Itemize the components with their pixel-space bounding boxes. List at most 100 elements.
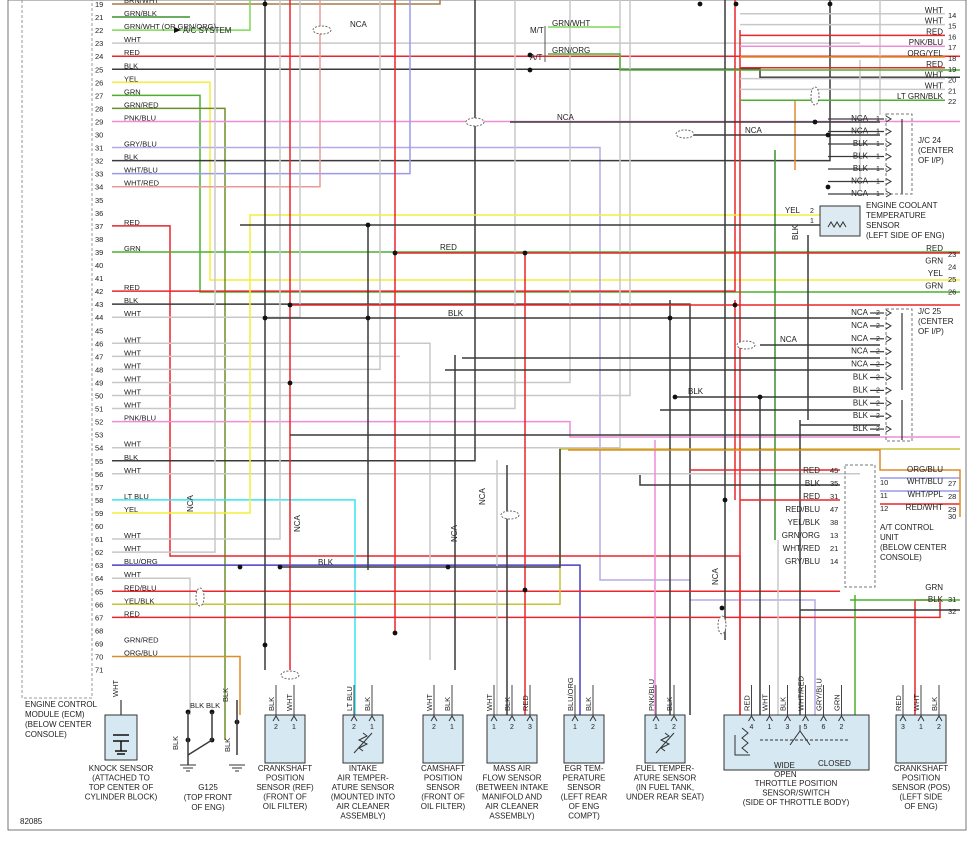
terminal-icon <box>526 715 534 722</box>
sensor-pin-number: 3 <box>901 724 905 731</box>
right-pin-number: 23 <box>948 250 956 259</box>
ckp_pos-label: POSITION <box>902 774 940 783</box>
ckp_pos-label: SENSOR (POS) <box>892 783 951 792</box>
diagram-frame <box>7 0 967 831</box>
sensor-pin-number: 4 <box>750 724 754 731</box>
ecm-wire-label: YEL/BLK <box>124 596 154 605</box>
sensor-wire-label: WHT <box>285 694 294 711</box>
ecm-wire-50 <box>112 0 631 397</box>
sensor-wire-label: BLK <box>930 697 939 711</box>
jc25-terminal <box>885 374 892 381</box>
splice-dot <box>365 315 371 321</box>
right-wire-label: WHT <box>925 6 943 15</box>
inline-connector <box>312 25 332 35</box>
splice-dot <box>262 1 268 7</box>
splice-dot <box>392 630 398 636</box>
terminal-icon <box>430 715 438 722</box>
at-wire-label: GRN/ORG <box>552 46 590 55</box>
ecm-wire-33 <box>112 0 411 175</box>
knock-label: CYLINDER BLOCK) <box>85 793 158 802</box>
sensor-pin-number: 2 <box>840 724 844 731</box>
thermistor-icon <box>659 732 671 752</box>
atcu-wire-label: GRY/BLU <box>785 557 820 566</box>
right-wire-label: PNK/BLU <box>909 38 943 47</box>
egr-label: COMPT) <box>568 812 600 821</box>
splice-dot <box>287 380 293 386</box>
sensor-pin-number: 1 <box>573 724 577 731</box>
ecm-wire-label: BLK <box>124 61 138 70</box>
nca-vert-label: NCA <box>186 494 195 512</box>
nca-vert-label: NCA <box>711 567 720 585</box>
maf-body <box>486 714 538 764</box>
ecm-wire-label: WHT <box>124 309 141 318</box>
splice-dot <box>697 1 703 7</box>
tps-open-label: OPEN <box>774 770 797 779</box>
sensor-pin-number: 1 <box>654 724 658 731</box>
ecm-wire-label: GRN/RED <box>124 635 159 644</box>
right-pin-number: 19 <box>948 65 956 74</box>
splice-dot <box>733 1 739 7</box>
variable-arrow-icon <box>353 732 373 754</box>
ecm-label: ENGINE CONTROL <box>25 700 98 709</box>
at-wire <box>548 53 960 71</box>
jc25-wire-label: BLK <box>853 411 869 420</box>
right-pin-number: 25 <box>948 275 956 284</box>
ecm-pin-number: 51 <box>95 405 103 414</box>
atcu-pin-number: 38 <box>830 518 838 527</box>
splice-dot <box>722 497 728 503</box>
inline-connector <box>465 117 485 127</box>
ecm-label: MODULE (ECM) <box>25 710 85 719</box>
terminal-icon <box>802 715 809 722</box>
jc24-terminal <box>885 165 892 173</box>
jc25-terminal <box>885 425 892 433</box>
ecm-pin-number: 53 <box>95 431 103 440</box>
jc24-wire-label: BLK <box>853 139 869 148</box>
jc25-terminal <box>885 348 892 356</box>
splice-dot <box>812 119 818 125</box>
jc24-terminal <box>885 178 892 185</box>
atcu-wire-label: GRN/ORG <box>782 531 820 540</box>
egr-label: (LEFT REAR <box>561 793 608 802</box>
ground-icon <box>229 764 245 772</box>
g125-label: G125 <box>198 783 218 792</box>
right-wire-label: GRN <box>925 583 943 592</box>
sensor-pin-number: 1 <box>492 724 496 731</box>
g125-wire-label: BLK <box>206 701 220 710</box>
ecm-wire-label: GRN <box>124 87 141 96</box>
nca-vert-label: NCA <box>478 487 487 505</box>
jc24-wire-label: NCA <box>851 114 869 123</box>
ecm-pin-number: 24 <box>95 52 103 61</box>
tps-wide-label: WIDE <box>774 761 795 770</box>
g125-wire-label: BLK <box>190 701 204 710</box>
splice-dot <box>365 222 371 228</box>
atcu-label: (BELOW CENTER <box>880 543 947 552</box>
ecm-wire-63 <box>112 564 581 715</box>
right-wire-label: BLK <box>928 595 944 604</box>
terminal-icon <box>350 715 358 722</box>
knock-label: TOP CENTER OF <box>89 783 154 792</box>
ecm-wire-label: WHT <box>124 544 141 553</box>
inline-connector <box>280 670 300 680</box>
sensor-wire-label: WHT <box>485 694 494 711</box>
ecm-pin-number: 33 <box>95 170 103 179</box>
ecm-wire-22 <box>112 0 251 31</box>
sensor-wire-label: WHT <box>761 694 770 711</box>
splice-dot <box>825 132 831 138</box>
ecm-wire-34 <box>112 0 321 188</box>
ecm-pin-number: 62 <box>95 548 103 557</box>
right-wire-label: WHT <box>925 81 943 90</box>
ecm-pin-number: 49 <box>95 378 103 387</box>
jc24-terminal <box>885 115 892 123</box>
right-pin-number: 32 <box>948 607 956 616</box>
inline-connector <box>736 340 756 350</box>
ecm-wire-label: BLK <box>124 296 138 305</box>
sensor-wire-label: BLK <box>503 697 512 711</box>
ecm-wire-label: GRN/WHT (OR GRN/ORG) <box>124 22 216 31</box>
jc24-terminal <box>885 153 892 160</box>
maf-label: (BETWEEN INTAKE <box>476 783 549 792</box>
splice-dot <box>392 250 398 256</box>
ecm-wire-label: WHT <box>124 374 141 383</box>
right-pin-number: 22 <box>948 97 956 106</box>
sensor-wire-label: RED <box>743 695 752 711</box>
atcu-wire-label: RED <box>803 466 820 475</box>
